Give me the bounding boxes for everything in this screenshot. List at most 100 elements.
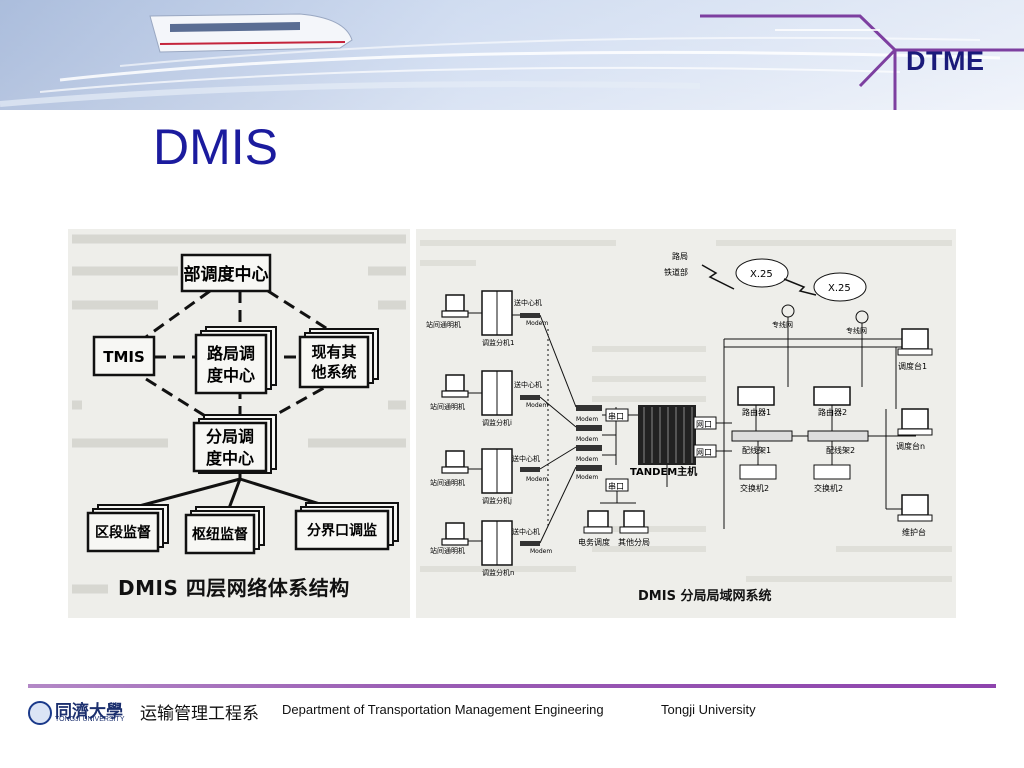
- maintenance-desk-label: 维护台: [902, 527, 926, 537]
- four-layer-diagram-svg: 部调度中心 TMIS 路局调 度中心 现有其 他系统 分局调 度中心 区段监督 …: [72, 234, 406, 594]
- hub-monitor-node: [184, 513, 256, 555]
- router-2-label: 路由器2: [818, 407, 847, 417]
- dispatch-desk-1: [901, 328, 929, 350]
- serial-port-label: 串口: [608, 412, 624, 421]
- section-monitor-label: 区段监督: [95, 524, 151, 541]
- station-terminal-3: 站间通明机: [430, 478, 465, 487]
- x25-label-1: X.25: [750, 269, 773, 280]
- tandem-host-label: TANDEM主机: [630, 465, 697, 478]
- university-name-cn: 同濟大學: [55, 702, 123, 722]
- rack-modem-4: Modem: [576, 474, 598, 481]
- dispatch-desk-n: [901, 408, 929, 430]
- dedicated-line-2: 专线网: [846, 326, 867, 335]
- cabinet-label-4: 调监分机n: [482, 568, 514, 577]
- patch-panel-1: [731, 430, 793, 442]
- tmis-node: [92, 335, 156, 377]
- department-name-cn: 运输管理工程系: [140, 704, 259, 724]
- other-systems-node: [298, 335, 370, 389]
- sub-bureau-line1: 分局调: [206, 427, 254, 446]
- bureau-line-1: 路局: [672, 251, 688, 261]
- other-systems-line2: 他系统: [310, 363, 356, 381]
- boundary-monitor-node: [294, 509, 390, 551]
- relay-label-2: 送中心机: [514, 380, 542, 389]
- net-port-2-label: 网口: [696, 448, 712, 457]
- station-terminal-1: 站间通明机: [426, 320, 461, 329]
- patch-panel-2: [807, 430, 869, 442]
- boundary-monitor-label: 分界口调监: [307, 522, 377, 539]
- bureau-line-2: 铁道部: [664, 267, 688, 277]
- station-row-3: 站间通明机 调监分机j 送中心机 Modem: [430, 448, 548, 505]
- lan-system-diagram-svg: 站间通明机 调监分机1 送中心机 Modem 站间通明机 调监分机i 送中心机 …: [420, 240, 952, 582]
- station-row-4: 站间通明机 调监分机n 送中心机 Modem: [430, 520, 552, 577]
- switch-2: [813, 464, 851, 480]
- cabinet-label-3: 调监分机j: [482, 496, 512, 505]
- left-diagram-caption: DMIS 四层网络体系结构: [118, 576, 350, 600]
- lan-system-diagram: 站间通明机 调监分机1 送中心机 Modem 站间通明机 调监分机i 送中心机 …: [416, 229, 956, 618]
- patch-panel-1-label: 配线架1: [742, 445, 771, 455]
- tmis-label: TMIS: [103, 348, 145, 366]
- modem-label-4: Modem: [530, 548, 552, 555]
- electric-dispatch-terminal: [587, 510, 609, 528]
- x25-cloud-2: [813, 272, 867, 302]
- modem-label-2: Modem: [526, 402, 548, 409]
- station-row-1: 站间通明机 调监分机1 送中心机 Modem: [426, 290, 548, 347]
- slide-title: DMIS: [153, 119, 278, 175]
- other-bureau-terminal: [623, 510, 645, 528]
- station-terminal-4: 站间通明机: [430, 546, 465, 555]
- serial-port-bottom-label: 串口: [608, 482, 624, 491]
- high-speed-train-icon: [149, 13, 353, 53]
- dispatch-desk-1-label: 调度台1: [898, 361, 927, 371]
- university-name-en: Tongji University: [661, 702, 756, 717]
- station-row-2: 站间通明机 调监分机i 送中心机 Modem: [430, 370, 548, 427]
- brand-logo-text: DTME: [906, 46, 985, 76]
- other-systems-line1: 现有其: [311, 343, 356, 361]
- bureau-label-line1: 路局调: [207, 344, 255, 363]
- dispatch-desk-n-label: 调度台n: [896, 441, 925, 451]
- switch-2-label: 交换机2: [814, 483, 843, 493]
- footer: 同濟大學 TONGJI UNIVERSITY 运输管理工程系 Departmen…: [28, 697, 1008, 725]
- relay-label-4: 送中心机: [512, 527, 540, 536]
- relay-label-1: 送中心机: [514, 298, 542, 307]
- section-monitor-node: [86, 511, 160, 553]
- university-name-en-small: TONGJI UNIVERSITY: [55, 716, 125, 723]
- background-text-texture: [72, 234, 406, 594]
- header-art: [0, 0, 1024, 110]
- four-layer-diagram: 部调度中心 TMIS 路局调 度中心 现有其 他系统 分局调 度中心 区段监督 …: [68, 229, 410, 618]
- electric-dispatch-label: 电务调度: [578, 537, 610, 547]
- switch-1: [739, 464, 777, 480]
- footer-divider: [28, 684, 996, 688]
- maintenance-desk: [901, 494, 929, 516]
- hub-monitor-label: 枢纽监督: [192, 526, 248, 543]
- router-1: [737, 386, 775, 406]
- x25-label-2: X.25: [828, 283, 851, 294]
- bureau-label-line2: 度中心: [207, 366, 255, 385]
- patch-panel-2-label: 配线架2: [826, 445, 855, 455]
- background-text-texture: [420, 240, 952, 582]
- modem-label-3: Modem: [526, 476, 548, 483]
- sub-bureau-node: [192, 421, 268, 473]
- net-port-1-label: 网口: [696, 420, 712, 429]
- department-name-en: Department of Transportation Management …: [282, 702, 604, 717]
- station-terminal-2: 站间通明机: [430, 402, 465, 411]
- university-seal-icon: [28, 701, 52, 725]
- lan-links: [716, 317, 916, 529]
- modem-label-1: Modem: [526, 320, 548, 327]
- router-2: [813, 386, 851, 406]
- lightning-link-icon: [701, 264, 735, 290]
- relay-label-3: 送中心机: [512, 454, 540, 463]
- ministry-label: 部调度中心: [184, 264, 269, 285]
- cabinet-label-1: 调监分机1: [482, 338, 514, 347]
- right-diagram-caption: DMIS 分局局域网系统: [638, 589, 772, 604]
- tandem-host: [638, 405, 696, 465]
- ministry-node: [180, 253, 272, 293]
- rack-modem-2: Modem: [576, 436, 598, 443]
- header-banner: DTME: [0, 0, 1024, 110]
- modem-rack: Modem Modem Modem Modem: [576, 405, 602, 481]
- rack-modem-1: Modem: [576, 416, 598, 423]
- other-bureau-label: 其他分局: [618, 537, 650, 547]
- bureau-node: [194, 333, 268, 395]
- switch-1-label: 交换机2: [740, 483, 769, 493]
- rack-modem-3: Modem: [576, 456, 598, 463]
- sub-bureau-line2: 度中心: [206, 449, 254, 468]
- cabinet-label-2: 调监分机i: [482, 418, 512, 427]
